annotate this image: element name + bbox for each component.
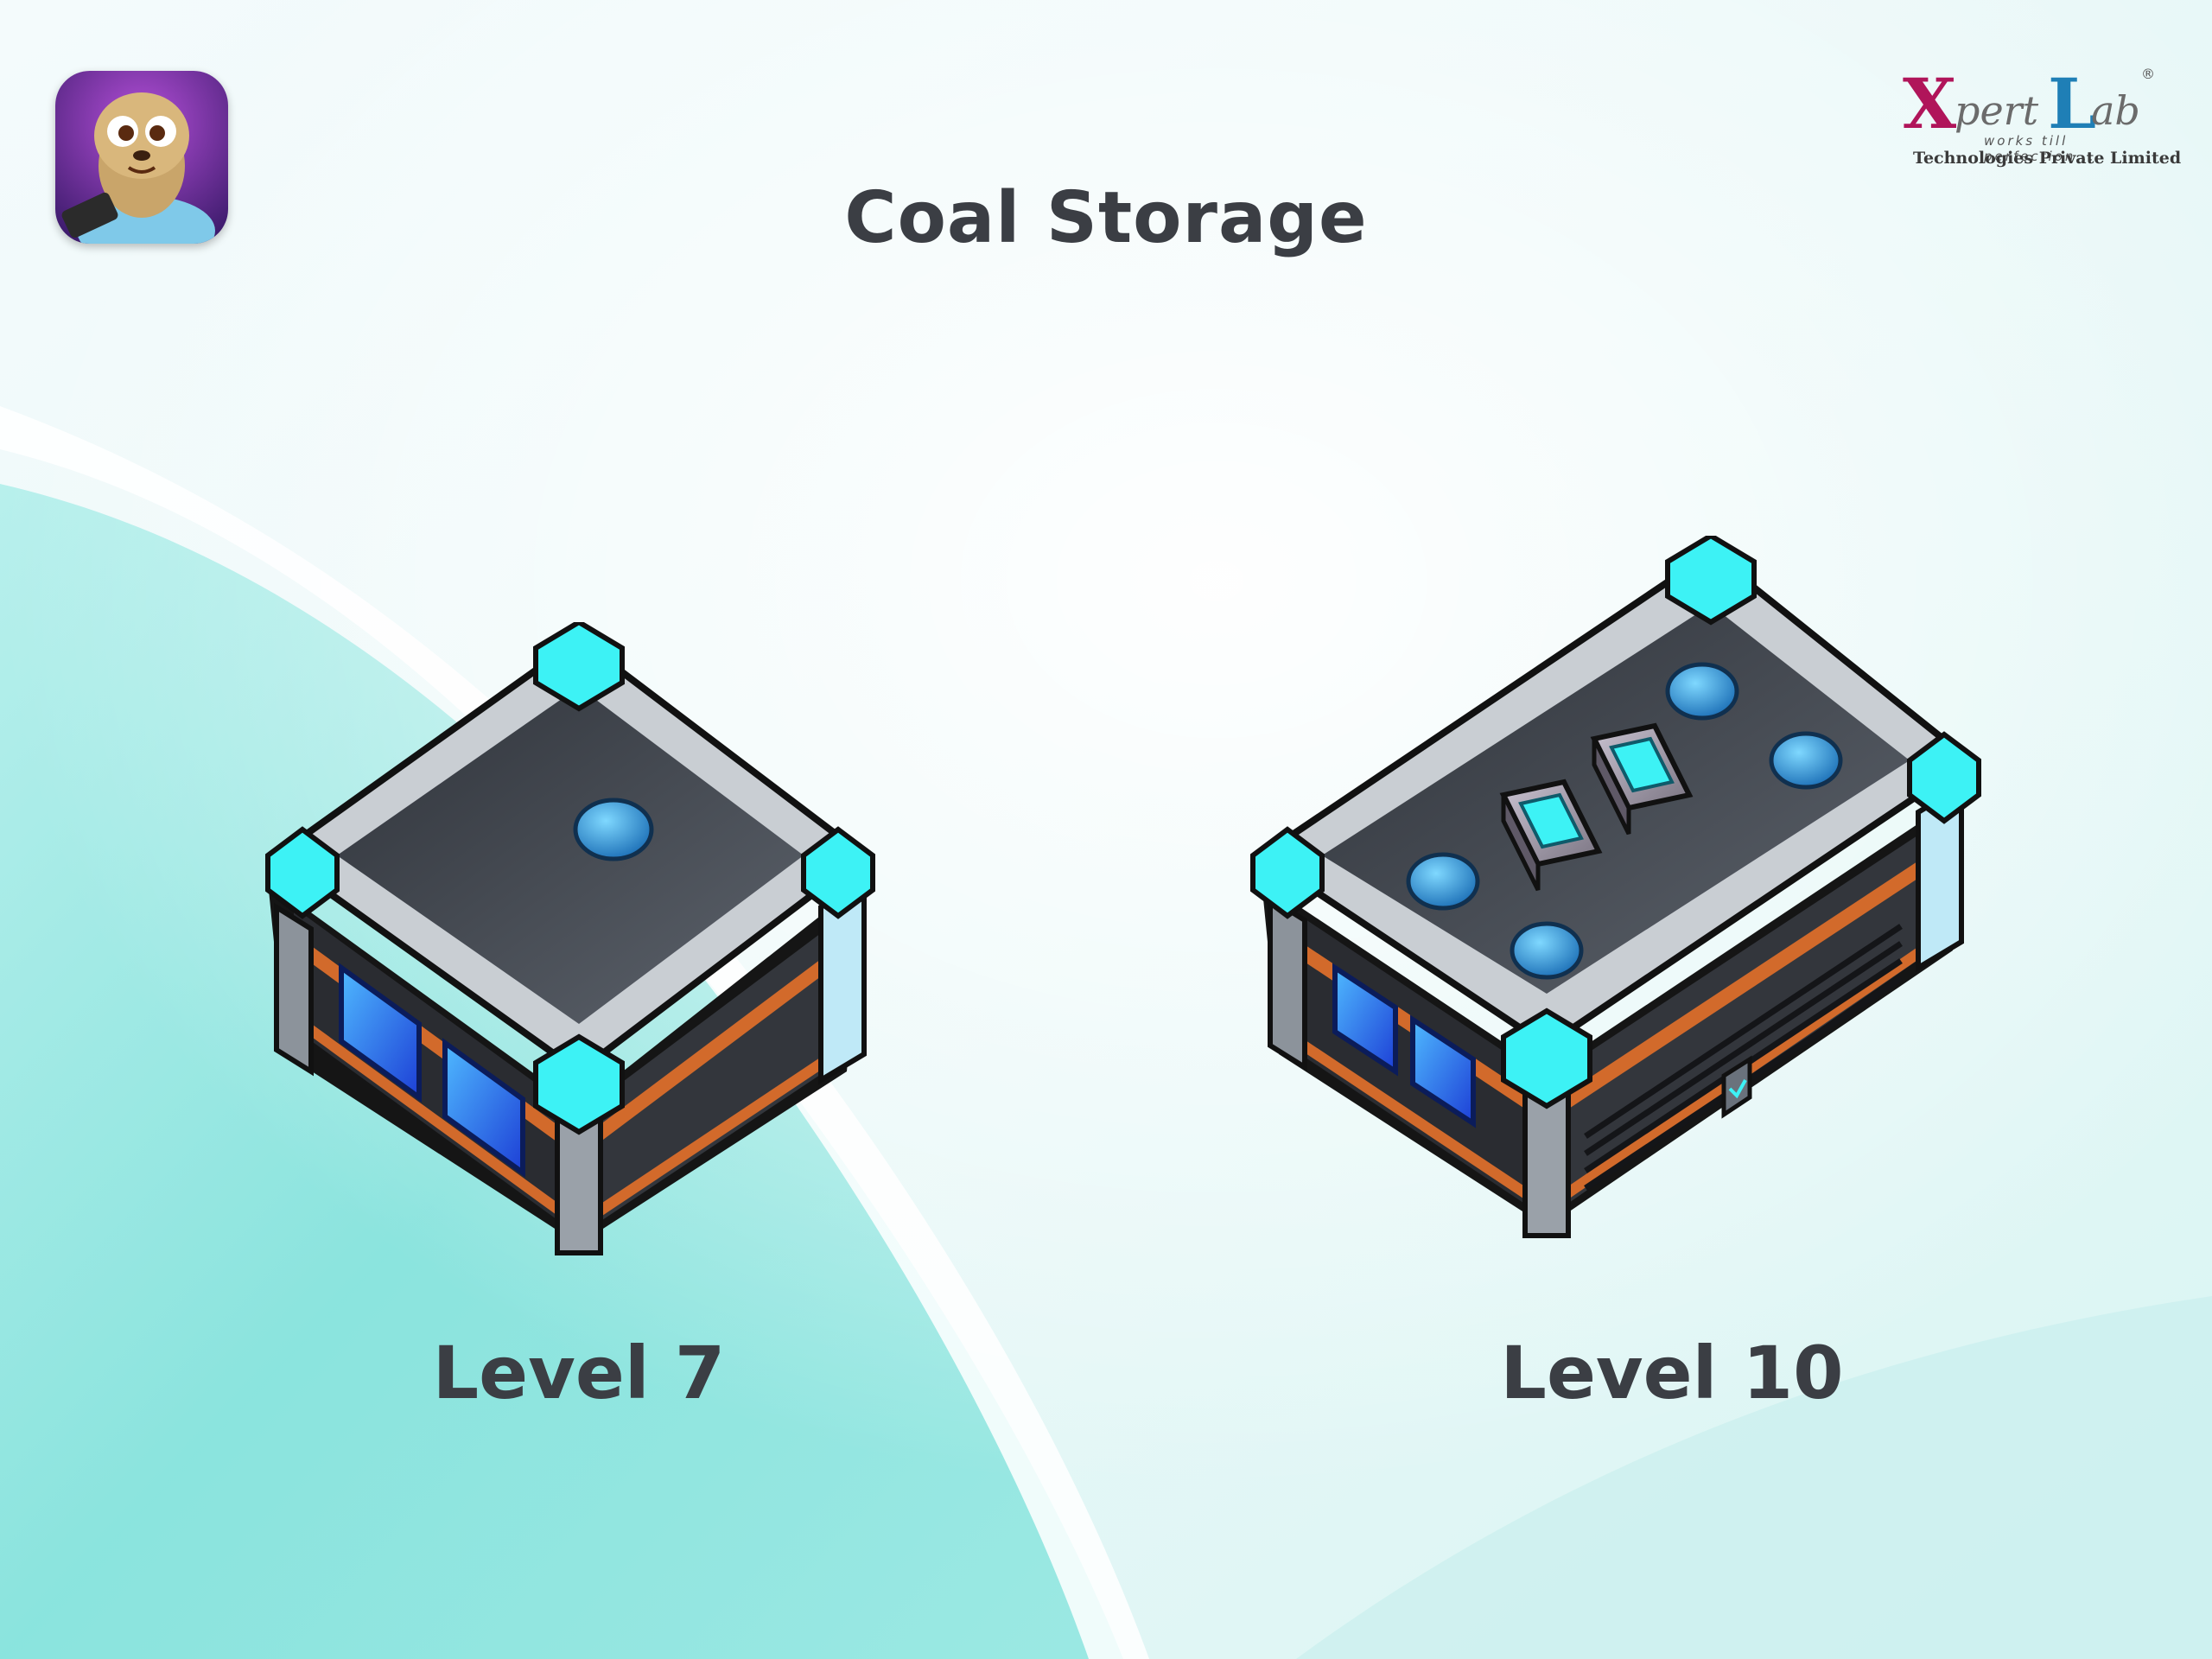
registered-mark: ® [2141,66,2155,82]
level-10-label: Level 10 [1500,1331,1844,1415]
logo-company: Technologies Private Limited [1913,149,2182,168]
app-icon [55,71,228,244]
coal-storage-level-7 [259,622,881,1262]
svg-text:X: X [1903,63,1956,144]
company-logo: X pert L ab ® works till perfection... T… [1901,60,2181,173]
page-title: Coal Storage [844,177,1368,259]
coal-storage-level-7-icon [265,622,875,1255]
meerkat-icon [55,71,228,244]
xpertlab-logo-mark: X pert L ab [1903,63,2140,144]
svg-text:L: L [2048,63,2096,144]
svg-text:pert: pert [1955,87,2039,134]
coal-storage-level-10 [1244,536,1987,1262]
coal-storage-level-10-icon [1250,536,1981,1238]
svg-text:ab: ab [2091,87,2140,134]
level-7-label: Level 7 [432,1331,726,1415]
logo-tagline: works till perfection... [1984,133,2096,164]
